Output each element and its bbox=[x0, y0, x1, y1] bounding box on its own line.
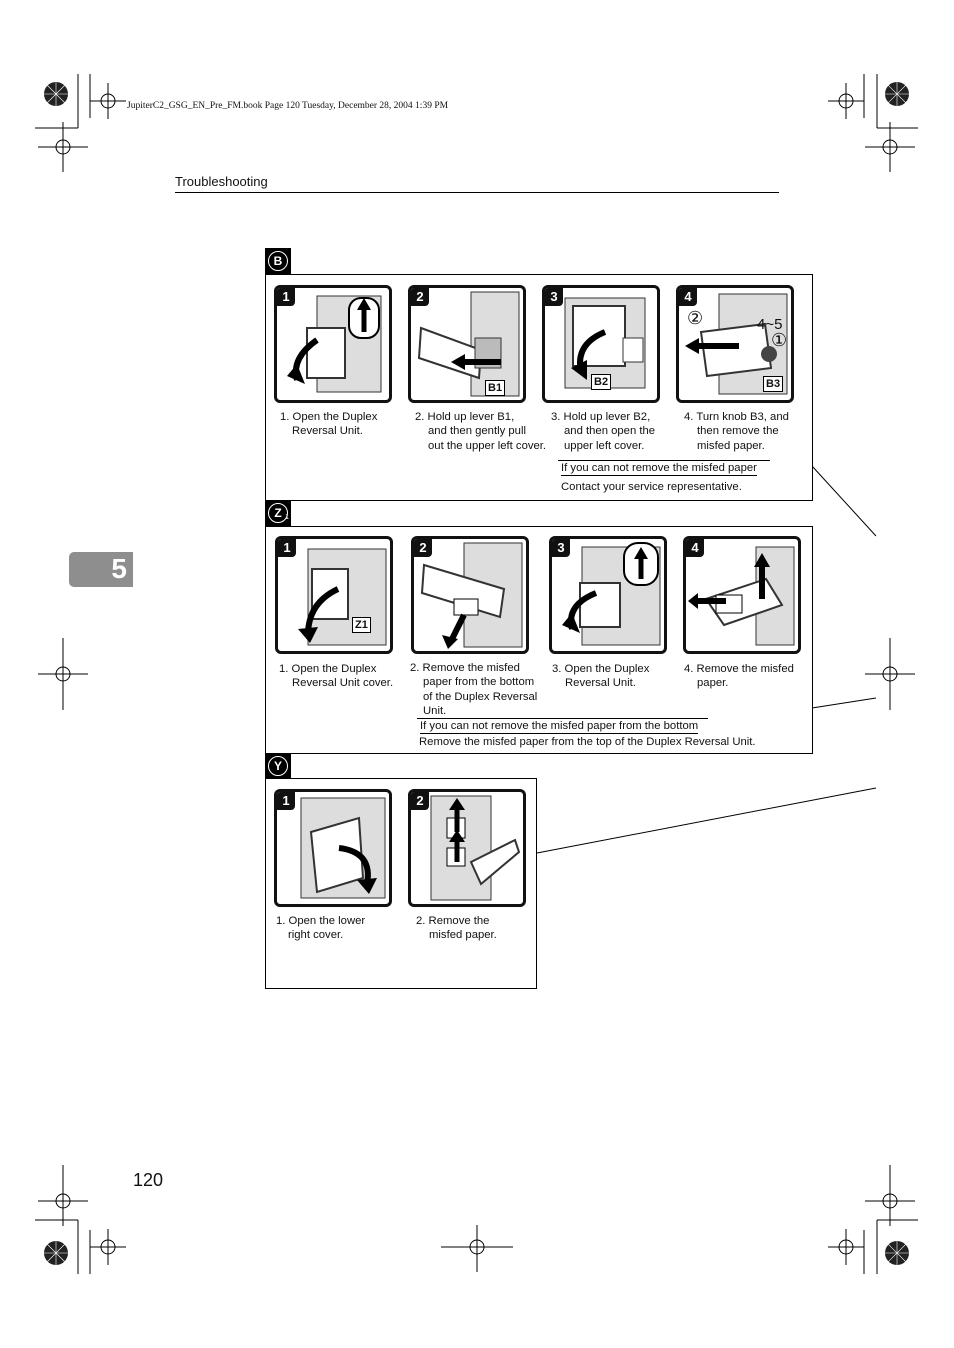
section-z1-step-4-caption: 4. Remove the misfed paper. bbox=[684, 663, 794, 690]
section-b-step-3-caption: 3. Hold up lever B2, and then open the u… bbox=[551, 411, 656, 452]
section-b-step-2-illustration: 2 B1 bbox=[408, 285, 526, 403]
knob-step-range: 4~5 bbox=[757, 316, 783, 333]
header-rule bbox=[175, 192, 779, 193]
section-b-step-2-caption: 2. Hold up lever B1, and then gently pul… bbox=[415, 411, 547, 452]
cover-z1-label: Z1 bbox=[352, 617, 371, 633]
section-b-step-3-number: 3 bbox=[545, 288, 563, 306]
circled-2-marker: ② bbox=[687, 308, 704, 328]
page-number: 120 bbox=[133, 1170, 164, 1190]
section-y-step-2-caption: 2. Remove the misfed paper. bbox=[416, 915, 497, 942]
page-header-title: Troubleshooting bbox=[175, 174, 268, 189]
section-z1-step-3-caption: 3. Open the Duplex Reversal Unit. bbox=[552, 663, 650, 690]
section-y-step-1-illustration: 1 bbox=[274, 789, 392, 907]
section-b-step-3-illustration: 3 B2 bbox=[542, 285, 660, 403]
section-b-tag: B bbox=[265, 248, 291, 274]
section-z1-tag: Z 1 bbox=[265, 500, 291, 526]
section-z1-step-4-number: 4 bbox=[686, 539, 704, 557]
section-b-step-1-caption: 1. Open the Duplex Reversal Unit. bbox=[280, 411, 378, 438]
section-b-note-title: If you can not remove the misfed paper bbox=[561, 462, 757, 476]
section-y-letter: Y bbox=[268, 756, 288, 776]
section-z1-step-1-caption: 1. Open the Duplex Reversal Unit cover. bbox=[279, 663, 394, 690]
circled-1-marker: ① bbox=[771, 330, 788, 350]
section-b-step-4-caption: 4. Turn knob B3, and then remove the mis… bbox=[684, 411, 789, 452]
section-b-letter: B bbox=[268, 251, 288, 271]
section-z1-step-2-caption: 2. Remove the misfed paper from the bott… bbox=[410, 662, 538, 717]
lever-b1-label: B1 bbox=[485, 380, 506, 396]
section-z1-note-body: Remove the misfed paper from the top of … bbox=[419, 736, 756, 748]
section-y-step-1-number: 1 bbox=[277, 792, 295, 810]
section-b-step-1-number: 1 bbox=[277, 288, 295, 306]
section-y-step-2-illustration: 2 bbox=[408, 789, 526, 907]
section-z1-subscript: 1 bbox=[285, 514, 289, 521]
section-z1-step-3-number: 3 bbox=[552, 539, 570, 557]
chapter-tab: 5 bbox=[69, 552, 133, 587]
section-b-step-1-illustration: 1 bbox=[274, 285, 392, 403]
section-z1-step-4-illustration: 4 bbox=[683, 536, 801, 654]
section-z1-step-1-number: 1 bbox=[278, 539, 296, 557]
section-z1-step-1-illustration: 1 Z1 bbox=[275, 536, 393, 654]
section-b-step-4-number: 4 bbox=[679, 288, 697, 306]
section-b-step-4-illustration: 4 ② 4~5 ① B3 bbox=[676, 285, 794, 403]
section-y-step-1-caption: 1. Open the lower right cover. bbox=[276, 915, 366, 942]
section-z1-note-title: If you can not remove the misfed paper f… bbox=[420, 720, 699, 734]
section-y-step-2-number: 2 bbox=[411, 792, 429, 810]
section-b-note-top-rule bbox=[558, 460, 770, 461]
section-b-note-body: Contact your service representative. bbox=[561, 481, 742, 493]
section-b-step-2-number: 2 bbox=[411, 288, 429, 306]
section-z1-letter: Z bbox=[268, 503, 288, 523]
section-z1-step-3-illustration: 3 bbox=[549, 536, 667, 654]
section-z1-step-2-illustration: 2 bbox=[411, 536, 529, 654]
section-z1-step-2-number: 2 bbox=[414, 539, 432, 557]
section-z1-note-top-rule bbox=[417, 718, 708, 719]
book-info: JupiterC2_GSG_EN_Pre_FM.book Page 120 Tu… bbox=[127, 101, 449, 111]
section-y-tag: Y bbox=[265, 753, 291, 779]
chapter-number: 5 bbox=[111, 553, 127, 584]
lever-b2-label: B2 bbox=[591, 374, 612, 390]
knob-b3-label: B3 bbox=[763, 376, 784, 392]
